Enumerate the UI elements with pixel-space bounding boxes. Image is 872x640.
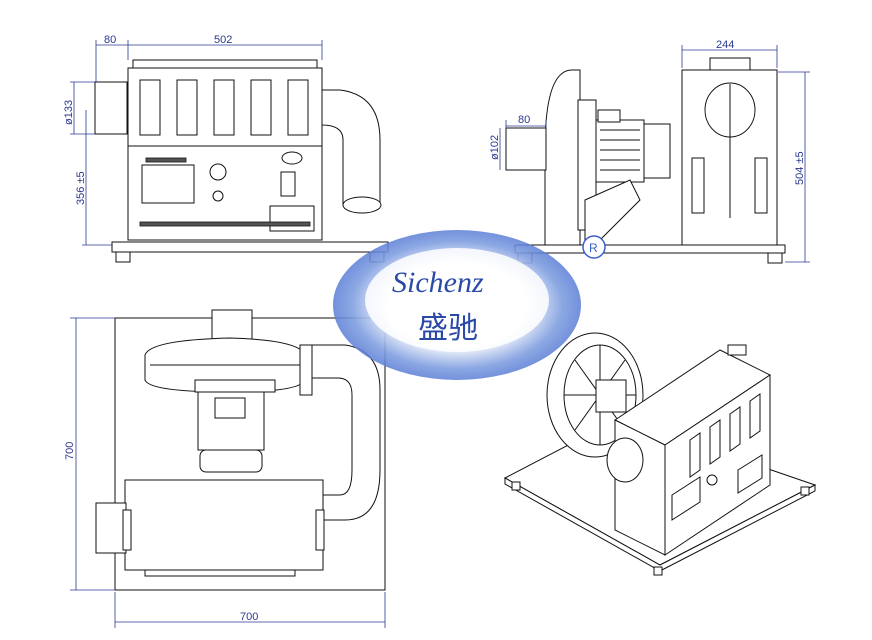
- front-switch: [212, 190, 224, 202]
- top-blower-outlet: [211, 309, 253, 341]
- front-nameplate: [269, 205, 315, 232]
- iso-base-edge: [504, 477, 816, 572]
- iso-nameplate: [737, 454, 763, 494]
- side-view: R 244 80 ø102 504 ±5: [489, 39, 810, 264]
- side-motor-fins: [600, 129, 640, 171]
- front-gauge: [281, 151, 303, 165]
- side-dim-height: 504 ±5: [794, 151, 806, 185]
- top-inlet: [95, 502, 127, 554]
- top-handle-left: [122, 509, 132, 551]
- top-flange: [299, 344, 313, 396]
- front-vents: [139, 79, 309, 136]
- front-duct: [321, 89, 381, 206]
- top-dim-width: 700: [240, 611, 258, 623]
- top-view: 700 700: [64, 309, 386, 628]
- front-knob: [209, 163, 227, 181]
- front-inlet: [94, 81, 128, 135]
- front-view: 80 502 ø133 356 ±5: [63, 34, 389, 263]
- side-dim-outlet-diameter: ø102: [489, 135, 501, 160]
- iso-display: [671, 476, 701, 521]
- registered-mark: R: [589, 241, 598, 255]
- iso-vents: [689, 393, 761, 478]
- iso-handle: [727, 344, 747, 356]
- front-dim-height: 356 ±5: [75, 171, 87, 205]
- iso-inlet: [606, 437, 644, 483]
- front-bottom-strip: [139, 221, 311, 227]
- side-dimensions: [499, 45, 810, 263]
- side-motor: [595, 119, 645, 183]
- side-support: [584, 179, 641, 241]
- front-lid: [132, 59, 318, 69]
- top-cabinet-foot: [144, 569, 296, 577]
- registered-mark-circle: [582, 235, 606, 259]
- front-foot-left: [115, 251, 131, 263]
- front-dimensions: [70, 40, 323, 246]
- side-base-plate: [514, 244, 786, 254]
- side-dim-inlet-length: 80: [518, 114, 530, 126]
- iso-foot-2: [653, 566, 663, 576]
- side-handle: [709, 57, 751, 71]
- front-base-plate: [111, 241, 389, 253]
- side-dim-depth: 244: [716, 39, 734, 51]
- side-motor-cap: [643, 123, 671, 179]
- top-motor-terminal: [214, 397, 246, 419]
- top-dimensions: [70, 317, 386, 628]
- side-outlet: [505, 127, 547, 171]
- front-duct-end: [342, 196, 382, 214]
- top-blower-bracket: [194, 379, 276, 393]
- logo-brand-cjk: 盛驰: [418, 311, 478, 346]
- iso-foot-1: [511, 481, 521, 491]
- front-dim-body-width: 502: [214, 34, 232, 46]
- top-motor-cap: [199, 449, 263, 473]
- side-blower-housing: [544, 69, 581, 246]
- iso-knob: [706, 474, 718, 486]
- iso-motor: [595, 379, 627, 413]
- top-handle-right: [315, 509, 325, 551]
- isometric-view: [503, 332, 817, 576]
- top-dim-depth: 700: [64, 442, 76, 460]
- side-vents: [691, 157, 768, 214]
- iso-foot-3: [800, 486, 810, 496]
- side-foot-right: [767, 252, 783, 264]
- front-display-screen: [141, 164, 195, 204]
- front-dim-inlet-length: 80: [104, 34, 116, 46]
- front-dim-inlet-diameter: ø133: [63, 100, 75, 125]
- logo-brand-latin: Sichenz: [392, 266, 484, 299]
- side-terminal-box: [597, 109, 621, 123]
- front-label-strip: [145, 157, 187, 163]
- top-cabinet: [124, 479, 324, 571]
- watermark-logo: Sichenz 盛驰: [333, 230, 581, 380]
- front-indicator: [280, 171, 296, 197]
